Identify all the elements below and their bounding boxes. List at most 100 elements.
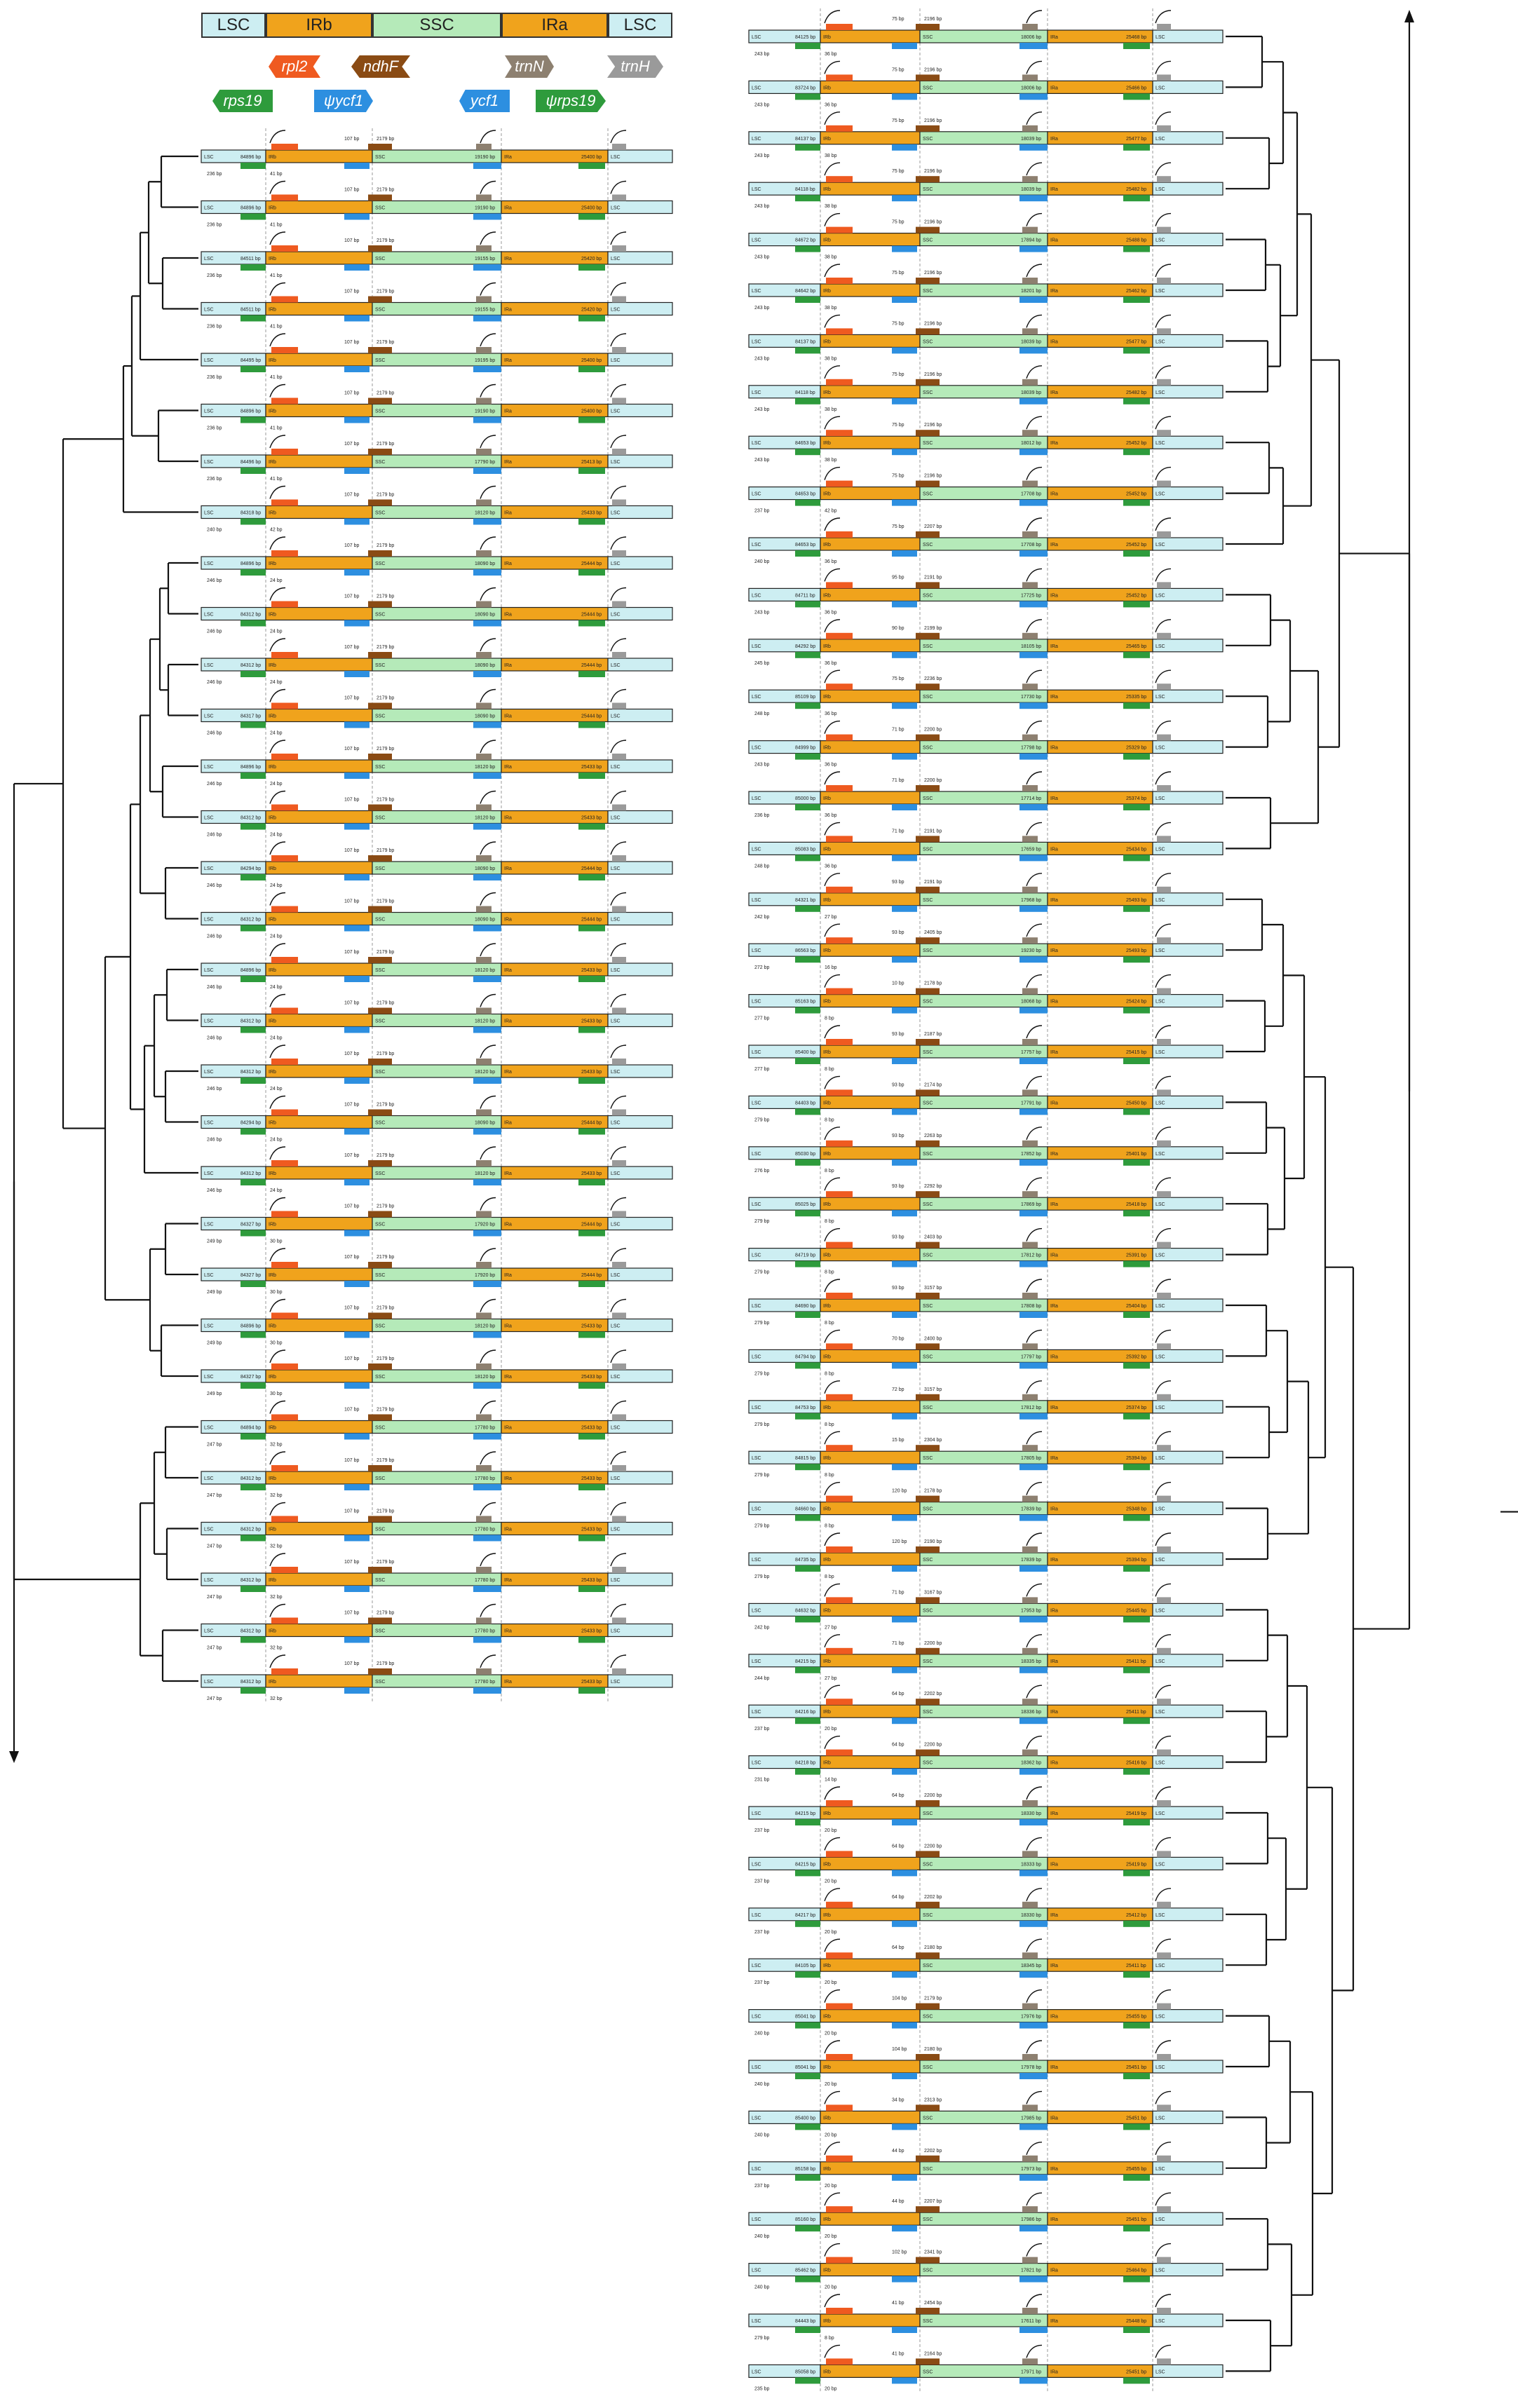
ssc-length-label: 17808 bp [1021,1304,1041,1309]
top-length-label: 2179 bp [377,696,394,701]
trnN-gene [1022,74,1038,81]
left-bottom-length-label: 243 bp [754,204,770,209]
arrow-curve [824,568,841,582]
irb-segment [820,639,921,653]
irb-segment [265,861,373,875]
lsc-segment [607,505,673,519]
trnH-gene [1157,1800,1171,1807]
track-label-ira: IRa [504,1273,512,1278]
top-length-label: 2179 bp [377,594,394,599]
arrow-curve [1155,314,1172,328]
track-label-irb: IRb [269,918,276,923]
mid-length-label: 120 bp [892,1489,907,1494]
trnH-gene [1157,1394,1171,1401]
track-label-lsc: LSC [204,460,214,465]
lsc-segment [1152,1349,1224,1363]
rpl2-gene [826,2003,853,2010]
track-label-lsc: LSC [752,2167,761,2172]
ssc-length-label: 17714 bp [1021,796,1041,801]
ycf1-gene [473,1128,501,1135]
track-label-ssc: SSC [375,1273,385,1278]
track-label-ira: IRa [1050,847,1058,852]
arrow-curve [1155,1127,1172,1141]
ir-length-label: 25433 bp [581,1019,602,1024]
track-label-lsc: LSC [611,511,621,516]
ir-length-label: 25434 bp [1126,847,1146,852]
psi-rps19-gene [1123,956,1150,963]
ndhF-gene [368,194,392,201]
trnN-gene [476,702,492,709]
ssc-length-label: 17894 bp [1021,238,1041,243]
ndhF-gene [916,632,940,639]
track-label-ira: IRa [1050,1507,1058,1512]
ssc-length-label: 19190 bp [475,206,495,211]
psi-ycf1-gene [892,2377,917,2384]
irb-segment [265,454,373,468]
trnH-gene [1157,1546,1171,1553]
rps19-gene [240,1230,266,1237]
left-bottom-length-label: 279 bp [754,1574,770,1579]
ycf1-gene [1019,2174,1048,2181]
track-label-ssc: SSC [923,1304,933,1309]
ndhF-gene [916,937,940,944]
psi-ycf1-gene [892,651,917,658]
rps19-gene [795,702,820,709]
arrow-curve [480,1553,496,1567]
track-label-lsc: LSC [752,948,761,953]
ycf1-gene [1019,43,1048,49]
ir-length-label: 25455 bp [1126,2167,1146,2172]
top-length-label: 2179 bp [377,442,394,447]
trnN-gene [1022,2358,1038,2365]
arrow-curve [1155,1329,1172,1343]
ssc-length-label: 17986 bp [1021,2217,1041,2222]
arrow-curve [1155,1431,1172,1445]
ir-length-label: 25452 bp [1126,492,1146,497]
left-bottom-length-label: 276 bp [754,1169,770,1174]
rpl2-gene [826,734,853,741]
track-label-lsc: LSC [611,816,621,821]
mid-length-label: 107 bp [344,493,360,498]
trnN-gene [476,397,492,404]
track-label-ssc: SSC [923,492,933,497]
track-label-lsc: LSC [1156,746,1165,751]
lsc-length-label: 84312 bp [240,1629,261,1634]
lsc-length-label: 84735 bp [795,1558,815,1563]
track-label-irb: IRb [823,2268,831,2273]
track-label-ssc: SSC [923,2065,933,2070]
trnN-gene [1022,785,1038,791]
psi-rps19-gene [1123,1666,1150,1673]
trnN-gene [1022,836,1038,843]
ssc-length-label: 17976 bp [1021,2015,1041,2020]
top-length-label: 2196 bp [924,474,942,479]
psi-ycf1-gene [892,1768,917,1775]
rpl2-gene [271,1567,298,1573]
track-label-irb: IRb [823,1456,831,1461]
ssc-length-label: 18120 bp [475,1019,495,1024]
trnN-gene [476,804,492,811]
psi-rps19-gene [578,315,605,322]
arrow-curve [1026,2090,1043,2104]
lsc-segment [607,1521,673,1536]
track-label-lsc: LSC [1156,390,1165,395]
track-label-lsc: LSC [204,1273,214,1278]
rps19-gene [795,905,820,912]
rpl2-gene [271,144,298,150]
arrow-curve [1155,1025,1172,1039]
lsc-length-label: 84215 bp [795,1659,815,1664]
rps19-gene [795,1819,820,1825]
arrow-curve [1026,873,1043,887]
irb-segment [820,537,921,551]
right-bottom-length-label: 8 bp [825,1117,834,1122]
ycf1-gene [473,1586,501,1592]
ir-length-label: 25444 bp [581,1273,602,1278]
right-bottom-length-label: 8 bp [825,1169,834,1174]
track-label-ssc: SSC [923,1608,933,1613]
top-length-label: 2179 bp [377,1153,394,1158]
mid-length-label: 93 bp [892,1032,904,1037]
mid-length-label: 75 bp [892,220,904,225]
